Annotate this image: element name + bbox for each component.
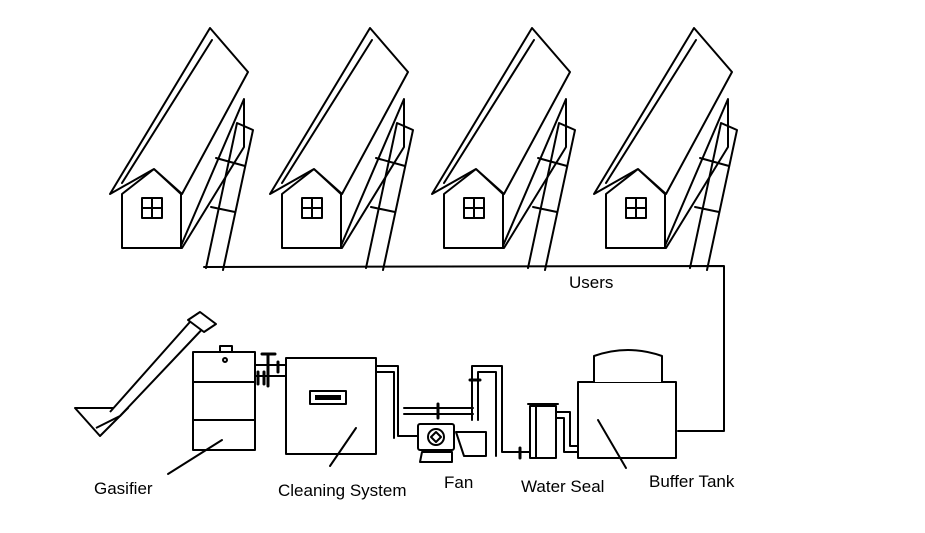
water-seal-label: Water Seal <box>521 477 605 496</box>
gasifier-label: Gasifier <box>94 479 153 498</box>
pipe-to-water-seal <box>471 365 531 457</box>
fan-label: Fan <box>444 473 474 492</box>
house-4 <box>593 27 738 271</box>
distribution-pipe <box>203 265 725 432</box>
cleaning-system <box>285 357 377 467</box>
cleaning-system-label: Cleaning System <box>278 481 407 500</box>
users-label: Users <box>569 273 614 292</box>
house-1 <box>109 27 254 271</box>
buffer-tank <box>577 349 677 469</box>
pipe-to-fan <box>375 365 419 439</box>
house-3 <box>431 27 576 271</box>
gasifier <box>74 311 256 475</box>
valve-icon <box>254 352 287 388</box>
fan-icon <box>403 402 487 463</box>
buffer-tank-label: Buffer Tank <box>649 472 735 491</box>
water-seal <box>527 403 579 459</box>
house-2 <box>269 27 414 271</box>
